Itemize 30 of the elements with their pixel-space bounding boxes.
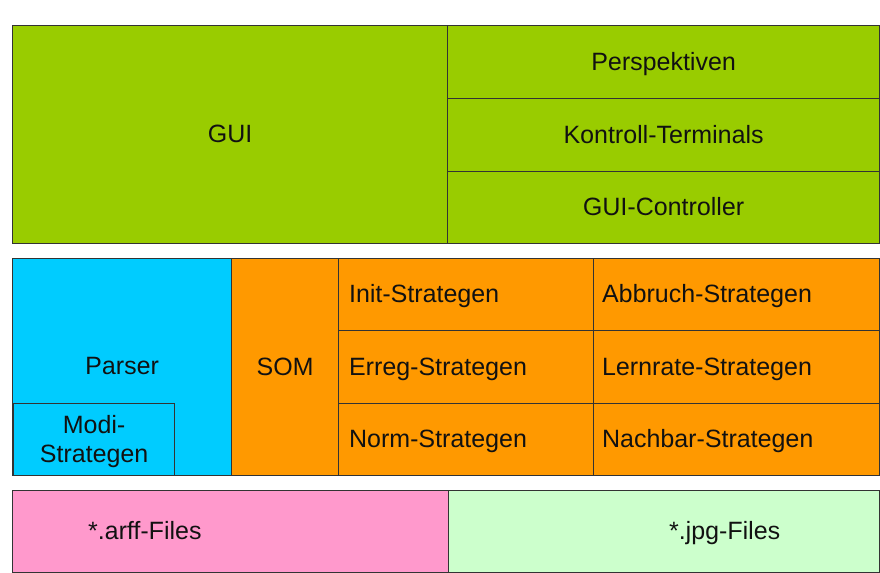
module-label: *.jpg-Files [669, 517, 780, 546]
module-label: Perspektiven [591, 48, 736, 76]
module-box [231, 258, 339, 476]
module-box [12, 25, 448, 244]
module-label: Erreg-Strategen [349, 352, 527, 382]
module-box [13, 403, 175, 476]
module-label: Init-Strategen [349, 280, 500, 309]
module-box [12, 258, 232, 476]
module-label: Abbruch-Strategen [602, 280, 812, 309]
module-label: GUI [208, 120, 252, 149]
module-label: Kontroll-Terminals [563, 120, 764, 150]
module-label: Lernrate-Strategen [602, 352, 812, 382]
module-box [447, 98, 880, 172]
module-label: Modi-Strategen [38, 410, 150, 468]
module-box [338, 330, 594, 404]
module-box [12, 490, 449, 573]
module-label: SOM [256, 352, 314, 382]
module-label: Parser [85, 352, 159, 380]
module-box [338, 403, 594, 476]
module-box [447, 171, 880, 244]
module-box [447, 25, 880, 99]
module-box [593, 258, 880, 331]
module-label: Norm-Strategen [349, 425, 527, 454]
module-label: Nachbar-Strategen [602, 425, 814, 454]
module-box [448, 490, 880, 573]
module-label: *.arff-Files [88, 517, 202, 546]
module-box [593, 330, 880, 404]
module-box [593, 403, 880, 476]
module-box [338, 258, 594, 331]
module-label: GUI-Controller [582, 193, 744, 222]
